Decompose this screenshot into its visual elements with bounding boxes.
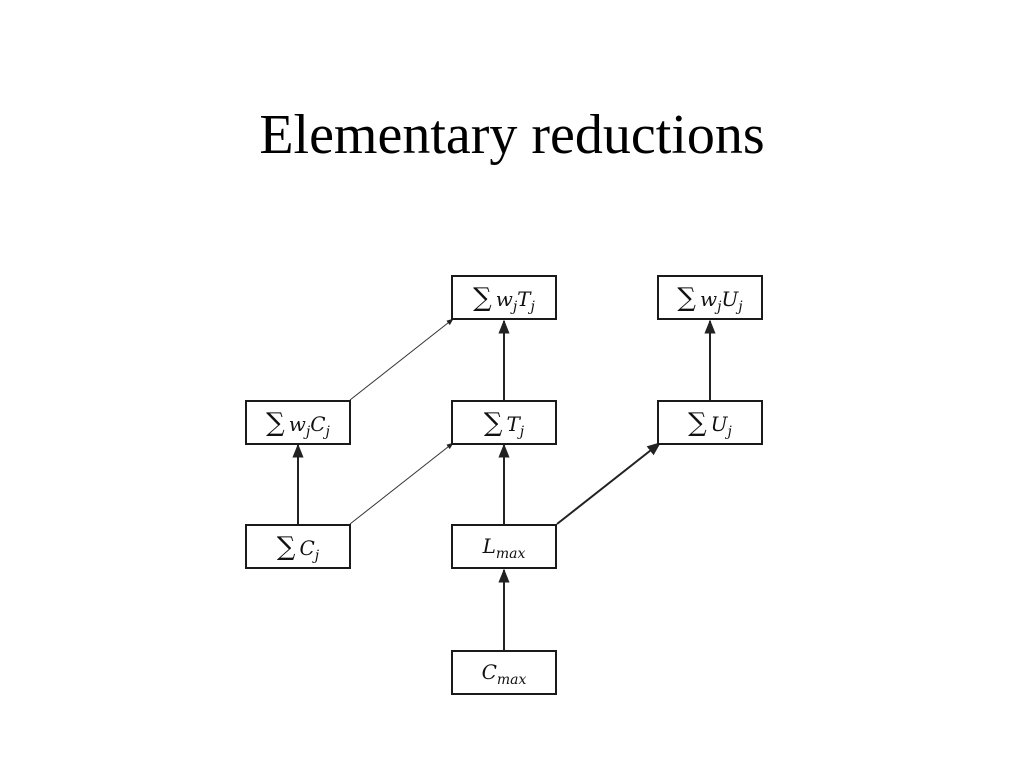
edge-cj-tj (349, 442, 454, 525)
svg-text:∑Uj: ∑Uj (688, 408, 732, 440)
node-sum-tj: ∑Tj (451, 400, 557, 445)
sum-symbol: ∑ (484, 408, 503, 438)
edge-lmax-uj (556, 442, 662, 525)
svg-text:∑wjUj: ∑wjUj (677, 283, 743, 315)
svg-text:∑wjCj: ∑wjCj (266, 408, 330, 440)
node-sum-uj: ∑Uj (657, 400, 763, 445)
sum-symbol: ∑ (266, 408, 285, 438)
edge-wjcj-wjtj (349, 318, 454, 401)
svg-text:Lmax: Lmax (482, 534, 526, 562)
svg-text:∑wjTj: ∑wjTj (473, 283, 535, 315)
svg-text:∑Tj: ∑Tj (484, 408, 525, 440)
node-lmax: Lmax (451, 524, 557, 569)
sum-symbol: ∑ (277, 532, 296, 562)
node-sum-cj: ∑Cj (245, 524, 351, 569)
sum-symbol: ∑ (473, 283, 492, 313)
svg-text:∑Cj: ∑Cj (277, 532, 320, 564)
node-sum-wj-cj: ∑wjCj (245, 400, 351, 445)
sum-symbol: ∑ (677, 283, 696, 313)
node-sum-wj-tj: ∑wjTj (451, 275, 557, 320)
slide-title: Elementary reductions (259, 104, 765, 166)
node-sum-wj-uj: ∑wjUj (657, 275, 763, 320)
sum-symbol: ∑ (688, 408, 707, 438)
svg-text:Cmax: Cmax (482, 660, 527, 688)
edges (292, 318, 716, 650)
node-cmax: Cmax (451, 650, 557, 695)
